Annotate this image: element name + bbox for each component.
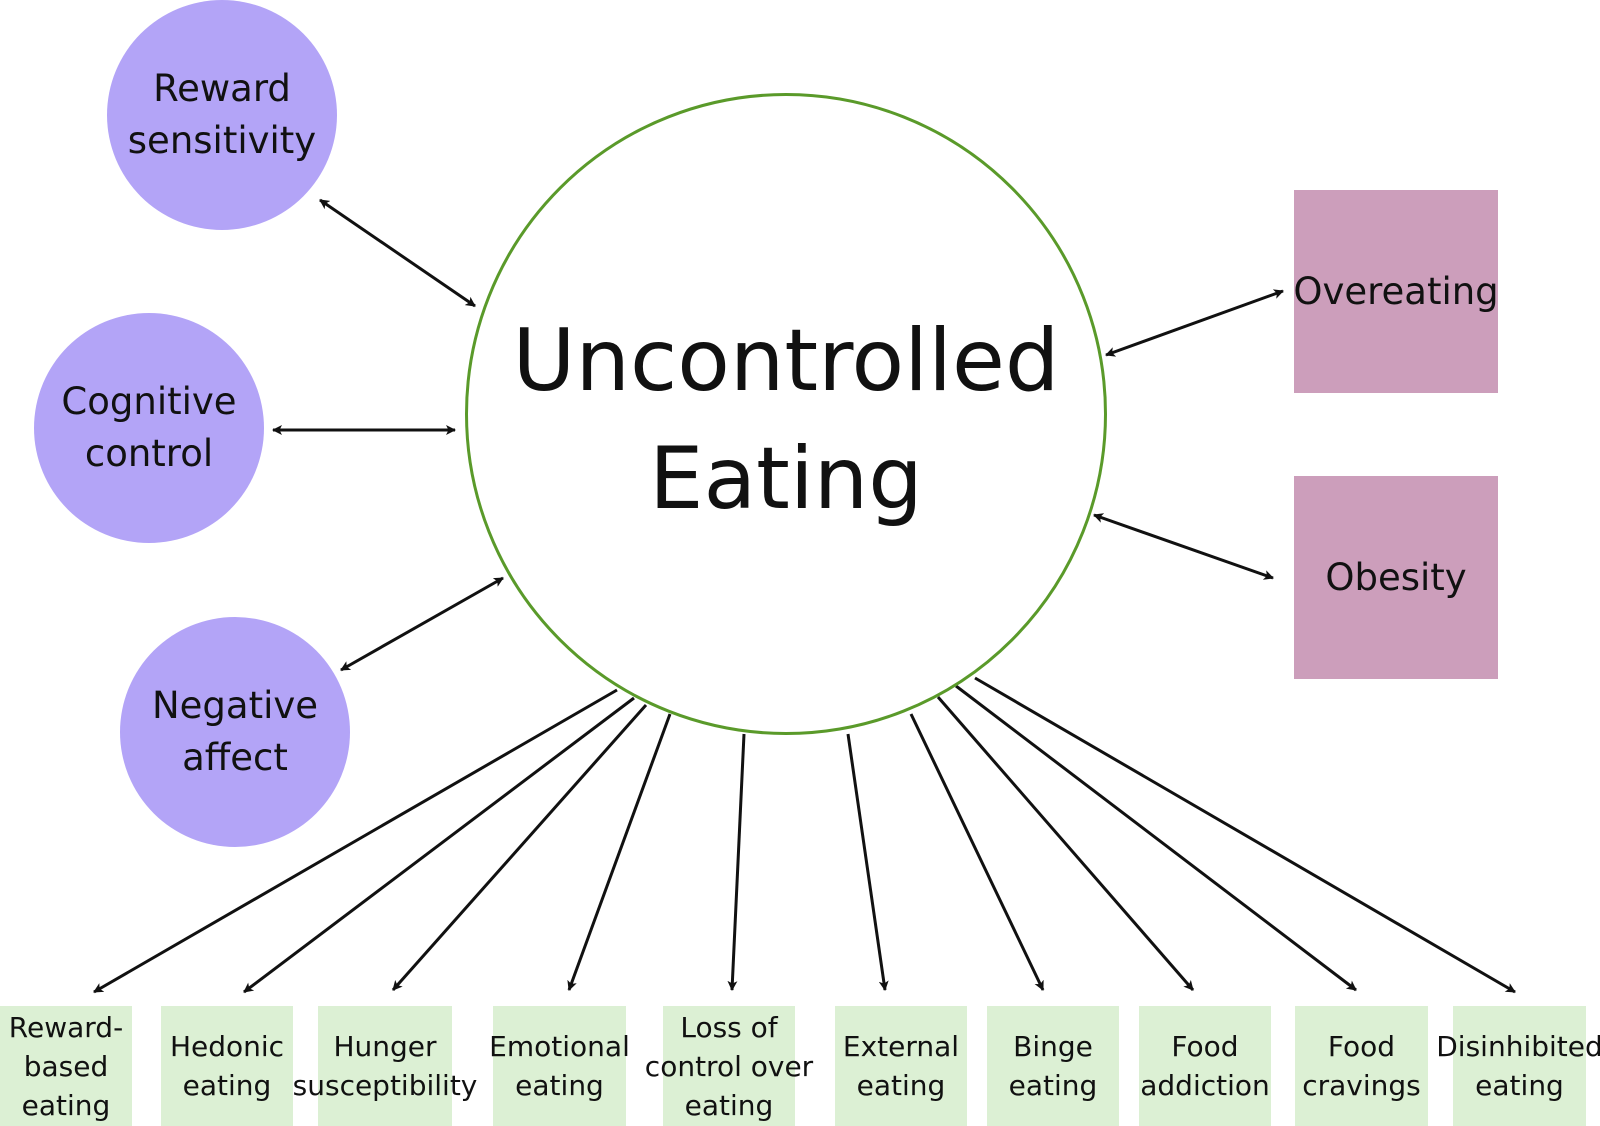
behavior-loss-of-control-over-eating: Loss of control over eating xyxy=(645,1006,813,1126)
outcome-overeating: Overeating xyxy=(1293,190,1499,393)
behavior-external-eating-label: External eating xyxy=(842,1030,960,1102)
center-node-label: Uncontrolled Eating xyxy=(512,311,1060,529)
factor-cognitive-control: Cognitive control xyxy=(34,313,264,543)
arrow-to-external-eating xyxy=(846,733,889,991)
behavior-binge-eating: Binge eating xyxy=(987,1006,1119,1126)
arrow-overeating xyxy=(1105,289,1284,357)
behavior-food-addiction-label: Food addiction xyxy=(1140,1030,1270,1102)
arrow-to-binge-eating xyxy=(909,713,1045,991)
behavior-food-addiction: Food addiction xyxy=(1139,1006,1271,1126)
outcome-obesity-label: Obesity xyxy=(1325,555,1467,599)
arrow-to-reward-based-eating xyxy=(93,688,618,994)
behavior-disinhibited-eating-label: Disinhibited eating xyxy=(1436,1030,1600,1102)
behavior-food-cravings: Food cravings xyxy=(1295,1006,1428,1126)
behavior-emotional-eating-label: Emotional eating xyxy=(489,1030,630,1102)
behavior-external-eating: External eating xyxy=(835,1006,967,1126)
behavior-reward-based-eating-label: Reward- based eating xyxy=(8,1010,124,1122)
behavior-hedonic-eating: Hedonic eating xyxy=(161,1006,293,1126)
behavior-hunger-susceptibility: Hunger susceptibility xyxy=(293,1006,477,1126)
arrow-to-loss-of-control xyxy=(727,733,746,991)
arrow-to-disinhibited-eating xyxy=(974,676,1516,994)
behavior-food-cravings-label: Food cravings xyxy=(1302,1030,1421,1102)
behavior-hedonic-eating-label: Hedonic eating xyxy=(169,1030,285,1102)
factor-cognitive-control-label: Cognitive control xyxy=(61,380,237,475)
arrow-obesity xyxy=(1093,513,1274,580)
behavior-hunger-susceptibility-label: Hunger susceptibility xyxy=(292,1030,478,1102)
behavior-binge-eating-label: Binge eating xyxy=(1008,1030,1098,1102)
factor-negative-affect: Negative affect xyxy=(120,617,350,847)
center-node-uncontrolled-eating: Uncontrolled Eating xyxy=(465,93,1107,735)
arrow-to-food-cravings xyxy=(955,684,1357,992)
factor-negative-affect-label: Negative affect xyxy=(151,684,319,779)
arrow-negative-affect xyxy=(340,576,504,672)
arrow-reward-sensitivity xyxy=(319,198,476,308)
behavior-emotional-eating: Emotional eating xyxy=(489,1006,630,1126)
behavior-loss-of-control-label: Loss of control over eating xyxy=(644,1010,814,1122)
factor-reward-sensitivity-label: Reward sensitivity xyxy=(127,67,317,162)
arrow-to-emotional-eating xyxy=(567,713,672,991)
outcome-obesity: Obesity xyxy=(1294,476,1498,679)
arrow-to-hunger-susceptibility xyxy=(391,704,648,991)
factor-reward-sensitivity: Reward sensitivity xyxy=(107,0,337,230)
outcome-overeating-label: Overeating xyxy=(1293,269,1499,313)
arrow-to-hedonic-eating xyxy=(243,696,635,994)
arrow-to-food-addiction xyxy=(936,696,1195,991)
behavior-disinhibited-eating: Disinhibited eating xyxy=(1436,1006,1600,1126)
behavior-reward-based-eating: Reward- based eating xyxy=(0,1006,132,1126)
arrows-layer xyxy=(93,198,1516,994)
